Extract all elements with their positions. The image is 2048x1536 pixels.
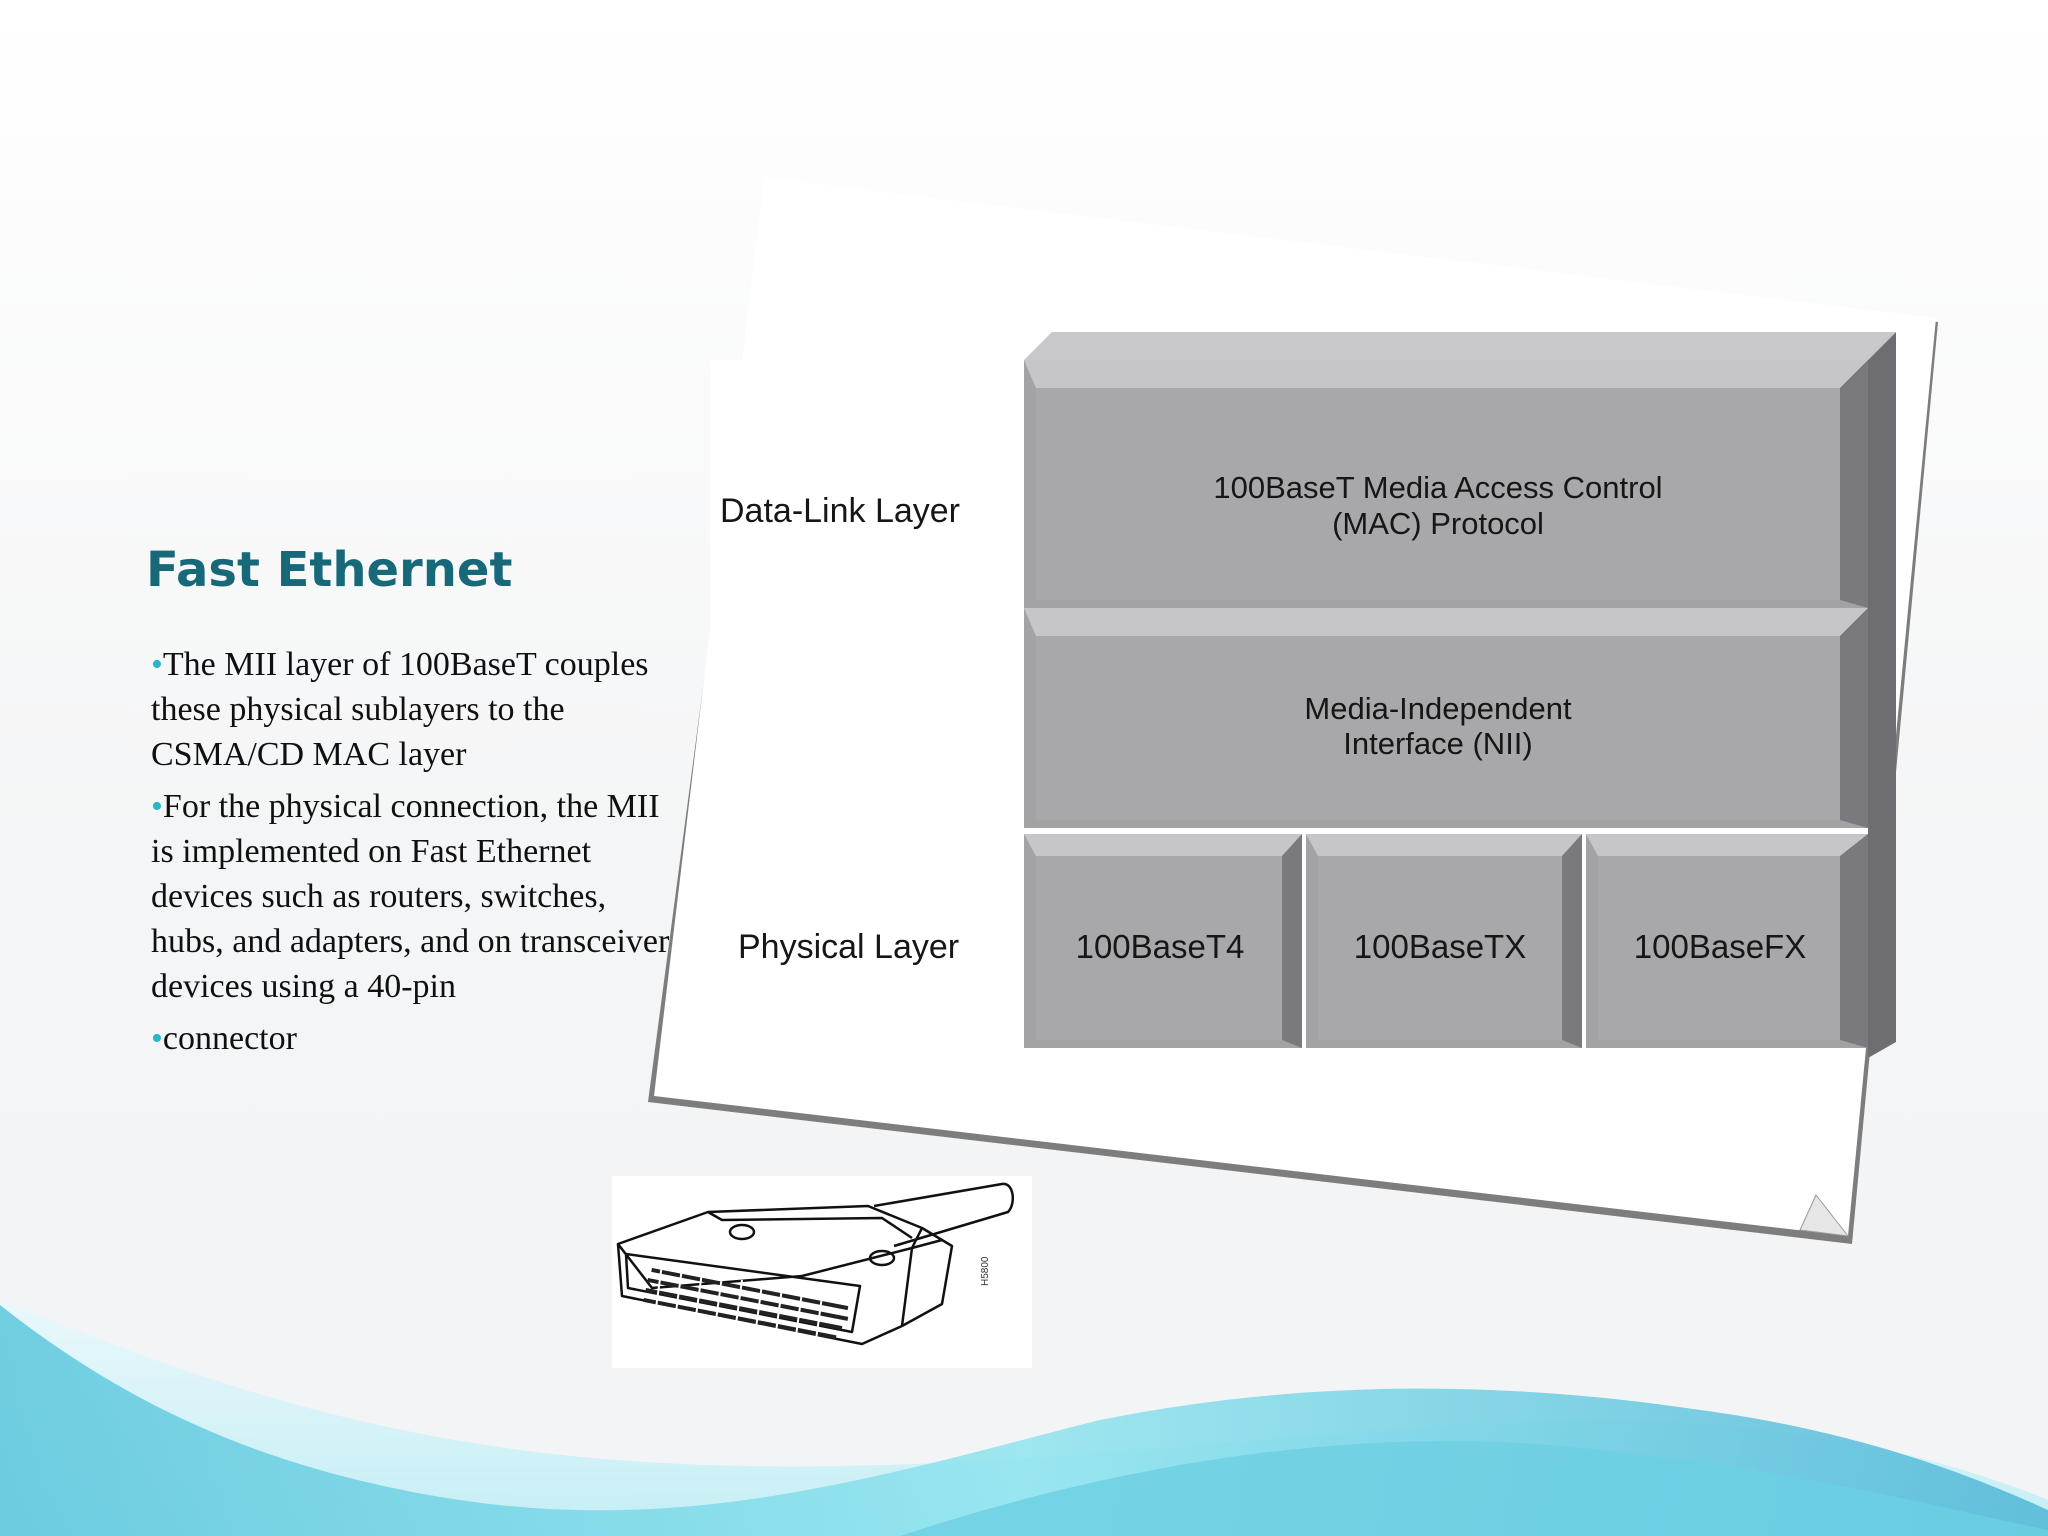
mii-block (1036, 636, 1840, 820)
phy-block-2: 100BaseTX (1306, 834, 1582, 1048)
bullet-list: •The MII layer of 100BaseT couples these… (151, 642, 671, 1068)
mac-label-line1: 100BaseT Media Access Control (1213, 470, 1662, 505)
bullet-item: •The MII layer of 100BaseT couples these… (151, 642, 671, 777)
phy2-label: 100BaseTX (1354, 928, 1526, 965)
bullet-dot: • (151, 788, 163, 825)
mii-label-line2: Interface (NII) (1343, 726, 1533, 761)
bullet-item: •For the physical connection, the MII is… (151, 784, 671, 1009)
data-link-layer-label: Data-Link Layer (720, 492, 960, 530)
phy3-label: 100BaseFX (1634, 928, 1806, 965)
bullet-text: connector (162, 1020, 297, 1057)
wave-front (900, 1441, 2048, 1536)
bullet-text: The MII layer of 100BaseT couples these … (151, 646, 649, 773)
block-side (1868, 332, 1896, 1058)
mii-connector-drawing: H5800 (612, 1176, 1032, 1368)
osi-layer-diagram: 100BaseT Media Access Control (MAC) Prot… (648, 178, 1938, 1244)
phy-block-3: 100BaseFX (1586, 834, 1868, 1048)
phy1-label: 100BaseT4 (1076, 928, 1245, 965)
bullet-text: For the physical connection, the MII is … (151, 788, 670, 1005)
mii-label-line1: Media-Independent (1304, 691, 1572, 726)
bullet-item: •connector (151, 1016, 671, 1061)
bullet-dot: • (151, 1020, 163, 1057)
mac-label-line2: (MAC) Protocol (1332, 506, 1544, 541)
phy-block-1: 100BaseT4 (1024, 834, 1302, 1048)
block-top (1024, 332, 1896, 360)
paper-curl (1799, 1194, 1850, 1237)
bullet-dot: • (151, 646, 163, 683)
slide-title: Fast Ethernet (146, 542, 513, 598)
physical-layer-label: Physical Layer (738, 928, 959, 966)
connector-serial: H5800 (980, 1256, 991, 1286)
mac-block (1036, 388, 1840, 600)
